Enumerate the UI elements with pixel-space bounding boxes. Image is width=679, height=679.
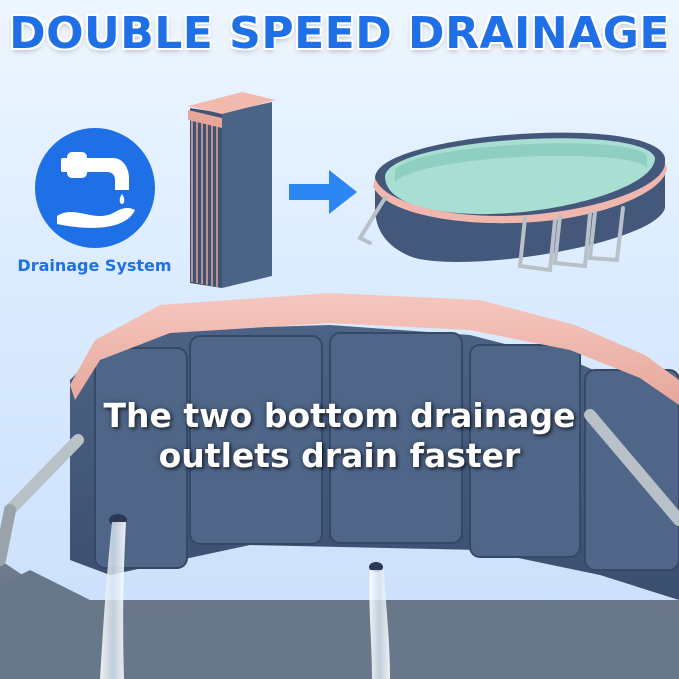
- arrow-right-icon: [289, 170, 357, 214]
- overlay-caption: The two bottom drainage outlets drain fa…: [0, 396, 679, 476]
- overlay-line-1: The two bottom drainage: [103, 396, 576, 435]
- assembled-pool-illustration: [357, 132, 667, 273]
- drainage-system-badge: Drainage System: [12, 128, 177, 275]
- badge-label: Drainage System: [17, 256, 172, 275]
- overlay-line-2: outlets drain faster: [158, 436, 521, 475]
- folded-pool-illustration: [188, 92, 276, 288]
- headline: DOUBLE SPEED DRAINAGE: [9, 8, 670, 59]
- faucet-icon: [34, 128, 155, 248]
